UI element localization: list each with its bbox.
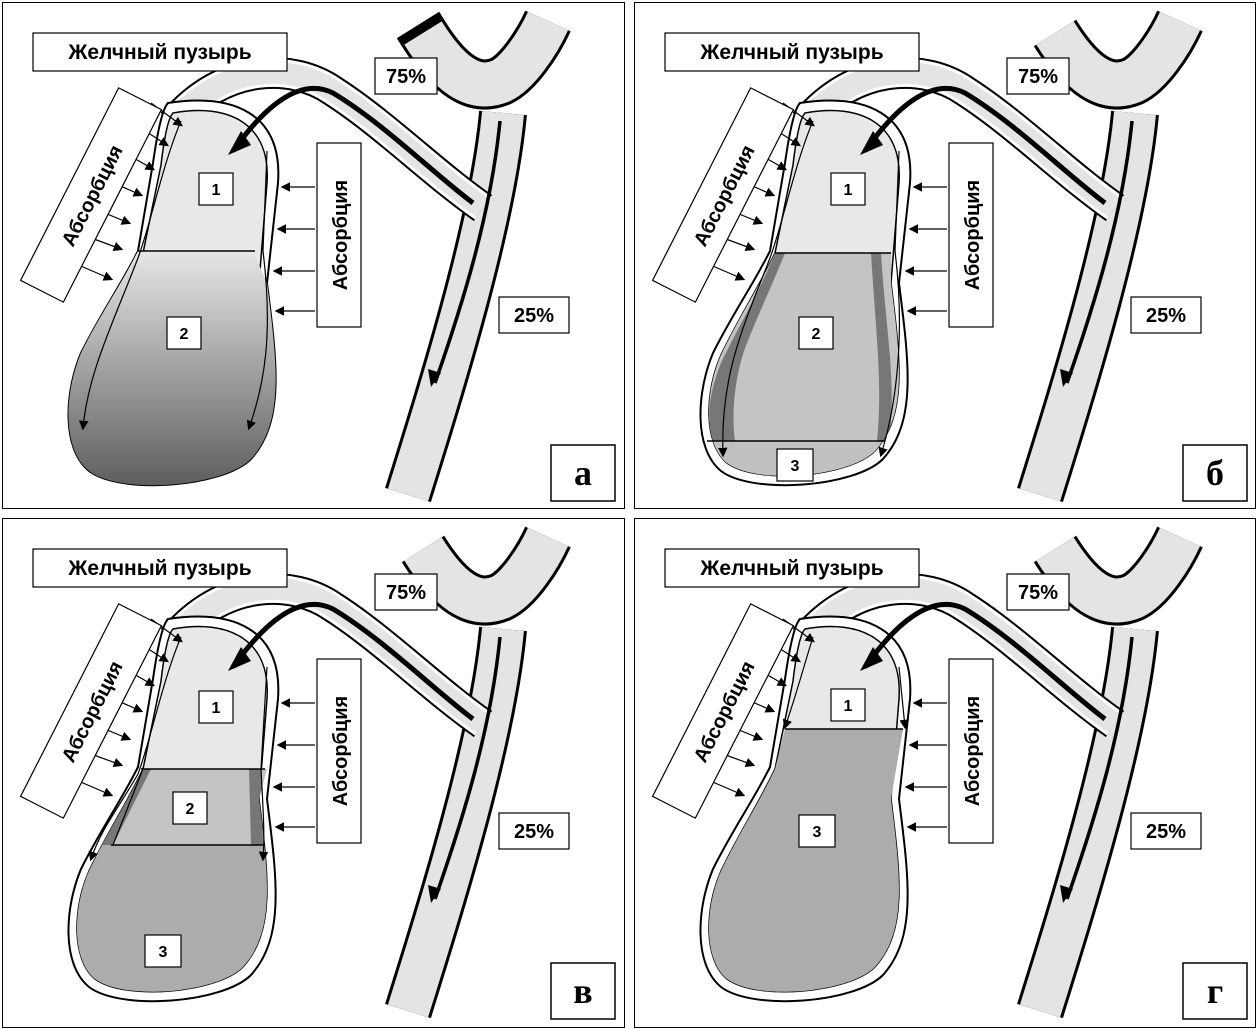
absorption-arrows-right <box>275 703 315 827</box>
gallbladder-title: Желчный пузырь <box>67 41 251 64</box>
panel-letter: г <box>1207 971 1223 1011</box>
zone-label-3: 3 <box>791 458 800 475</box>
gallbladder-diagram-b: Абсорбция Абсорбция Желчный пузырь 75% 2… <box>635 3 1256 509</box>
zone-label-3: 3 <box>159 944 168 961</box>
absorption-arrows-right <box>275 187 315 311</box>
absorption-box-right: Абсорбция <box>317 659 361 843</box>
percent-bottom: 25% <box>1146 821 1186 843</box>
panel-b: Абсорбция Абсорбция Желчный пузырь 75% 2… <box>634 2 1256 509</box>
percent-bottom: 25% <box>1146 305 1186 327</box>
percent-top: 75% <box>386 582 426 604</box>
zone-label-3: 3 <box>813 824 822 841</box>
zone-label-1: 1 <box>844 698 853 715</box>
absorption-box-right: Абсорбция <box>949 143 993 327</box>
percent-bottom: 25% <box>514 305 554 327</box>
gallbladder-diagram-a: Абсорбция Абсорбция Желчный пузырь 75% 2… <box>3 3 625 509</box>
gallbladder-title: Желчный пузырь <box>699 557 883 580</box>
panel-g: Абсорбция Абсорбция Желчный пузырь 75% 2… <box>634 518 1256 1028</box>
percent-top: 75% <box>1018 66 1058 88</box>
absorption-label-right: Абсорбция <box>330 180 352 290</box>
percent-bottom: 25% <box>514 821 554 843</box>
zone-label-1: 1 <box>212 182 221 199</box>
absorption-box-right: Абсорбция <box>317 143 361 327</box>
zone-label-2: 2 <box>180 326 189 343</box>
zone-label-1: 1 <box>212 700 221 717</box>
zone-label-2: 2 <box>812 326 821 343</box>
zone-label-2: 2 <box>186 801 195 818</box>
gallbladder-title: Желчный пузырь <box>699 41 883 64</box>
percent-top: 75% <box>1018 582 1058 604</box>
panel-letter: в <box>573 971 592 1011</box>
panel-a: Абсорбция Абсорбция Желчный пузырь 75% 2… <box>2 2 625 509</box>
panel-letter: б <box>1206 453 1224 493</box>
absorption-arrows-right <box>907 187 947 311</box>
percent-top: 75% <box>386 66 426 88</box>
panel-v: Абсорбция Абсорбция Желчный пузырь 75% 2… <box>2 518 625 1028</box>
absorption-label-right: Абсорбция <box>330 696 352 806</box>
panel-letter: а <box>574 453 592 493</box>
gallbladder-title: Желчный пузырь <box>67 557 251 580</box>
gallbladder-diagram-g: Абсорбция Абсорбция Желчный пузырь 75% 2… <box>635 519 1256 1028</box>
absorption-label-right: Абсорбция <box>962 180 984 290</box>
absorption-arrows-right <box>907 703 947 827</box>
absorption-label-right: Абсорбция <box>962 696 984 806</box>
absorption-box-right: Абсорбция <box>949 659 993 843</box>
zone-label-1: 1 <box>844 182 853 199</box>
gallbladder-diagram-v: Абсорбция Абсорбция Желчный пузырь 75% 2… <box>3 519 625 1028</box>
